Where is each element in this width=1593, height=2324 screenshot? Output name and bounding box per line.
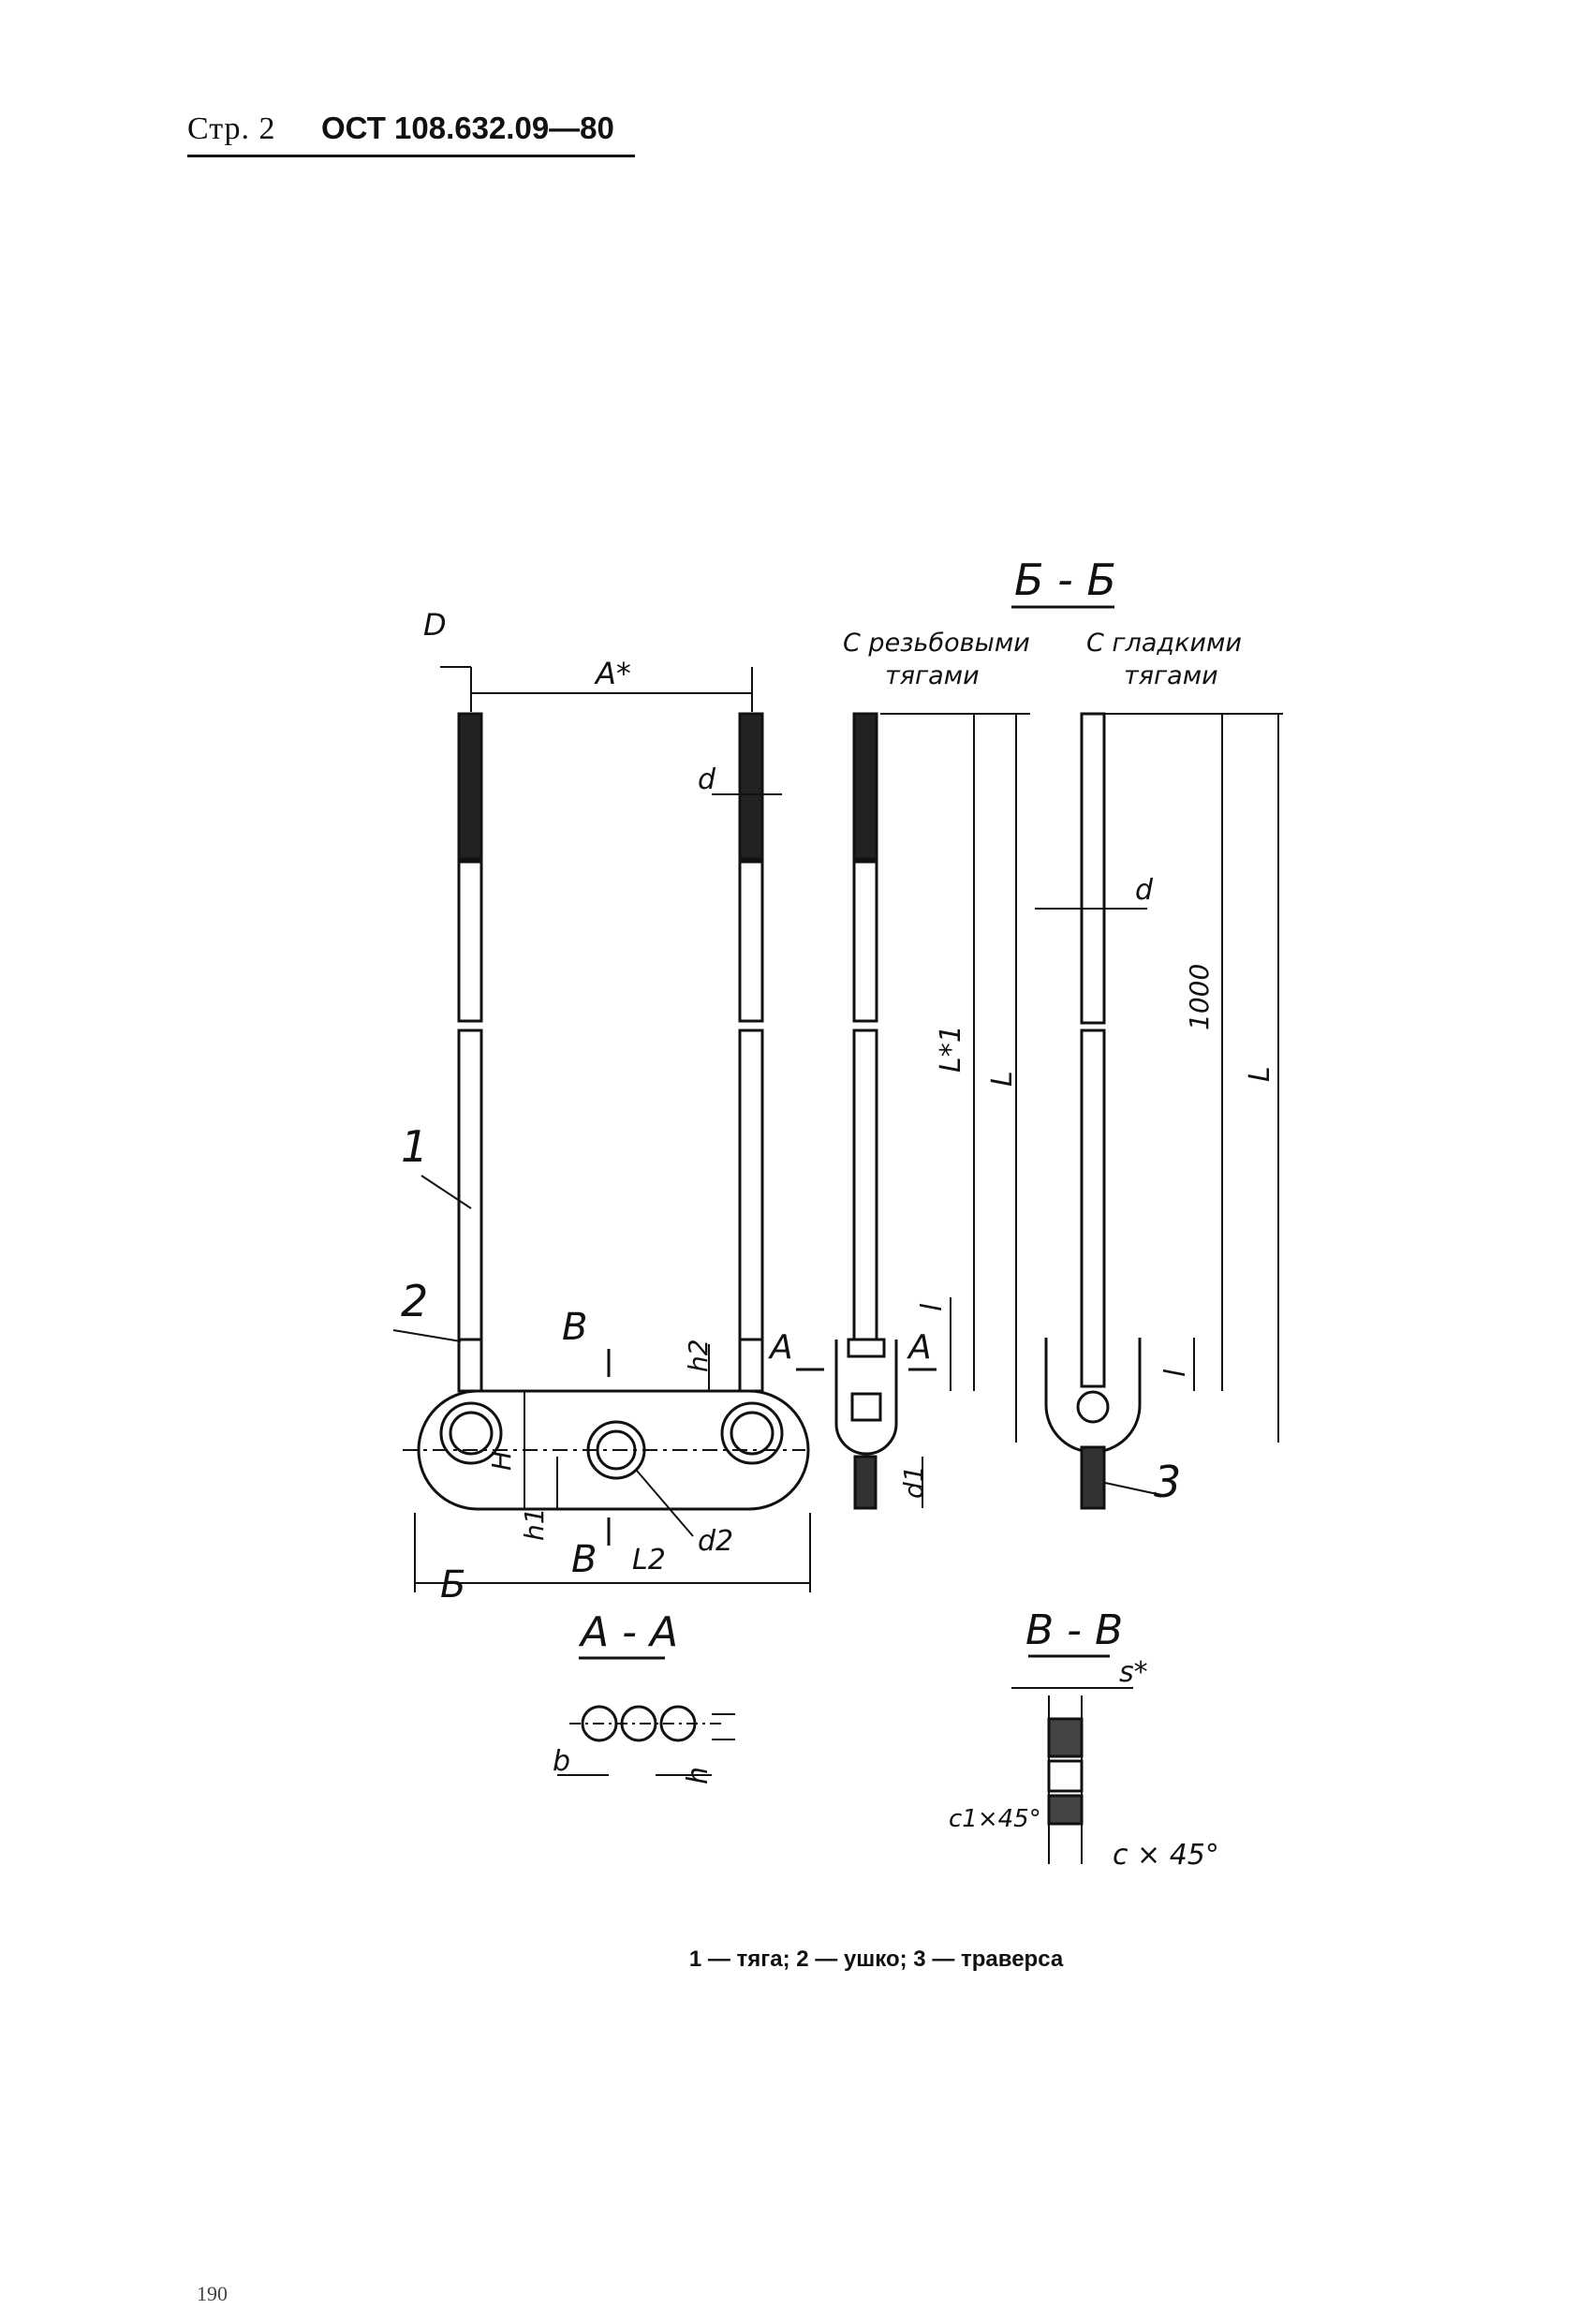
dim-D-label: D [423,607,447,643]
dim-L-smooth-label: L [1244,1066,1276,1082]
smooth-heading-line1: С гладкими [1086,629,1242,658]
figure-caption: 1 — тяга; 2 — ушко; 3 — траверса [688,1947,1064,1972]
dim-d-smooth-label: d [1135,874,1154,907]
threaded-heading-line1: С резьбовыми [843,629,1030,658]
threaded-heading-line2: тягами [885,661,980,690]
position-2-label: 2 [401,1276,428,1326]
section-vv [1011,1654,1133,1864]
section-bb-smooth [1035,712,1283,1510]
dim-l-smooth-label: l [1159,1369,1192,1377]
standard-number: ОСТ 108.632.09—80 [321,111,614,145]
dim-1000-label: 1000 [1184,964,1215,1030]
dim-d-label: d [698,763,716,796]
section-mark-B-bottom: В [571,1538,597,1581]
section-bb-threaded [796,712,1030,1510]
section-aa [557,1656,735,1776]
dim-L-threaded-label: L [986,1071,1019,1087]
section-mark-A-right: А [907,1328,932,1367]
dim-d1-label: d1 [898,1465,929,1499]
dim-b-label: b [553,1745,570,1778]
dim-h1-label: h1 [519,1507,550,1541]
page-number: 190 [197,2282,228,2305]
section-vv-title: В - В [1025,1606,1123,1654]
dim-h-label: h [682,1767,715,1784]
left-rod [457,712,483,1393]
right-rod [738,712,764,1393]
dim-c1-label: c1×45° [949,1805,1041,1833]
page-label: Стр. 2 [187,111,276,146]
dim-s-label: s* [1119,1656,1148,1689]
smooth-heading-line2: тягами [1124,661,1218,690]
section-aa-title: А - А [578,1608,678,1656]
section-mark-B-top: В [562,1306,587,1349]
position-1-label: 1 [401,1121,428,1172]
dim-h2-label: h2 [683,1339,714,1372]
dim-d2-label: d2 [698,1525,733,1558]
section-bb-title: Б - Б [1014,555,1116,605]
traverse-plate [417,1389,810,1511]
header-underline [187,155,635,157]
dim-c-label: c × 45° [1113,1839,1219,1872]
dim-L2-label: L2 [632,1544,666,1576]
dim-l-threaded-label: l [916,1303,949,1311]
dim-H-label: H [486,1451,517,1471]
position-3-label: 3 [1154,1457,1181,1507]
dim-L1-label: L*1 [935,1025,967,1073]
dim-A-label: А* [594,656,631,691]
section-mark-Bcyr: Б [440,1563,465,1606]
section-mark-A-left: А [768,1328,793,1367]
page-header: Стр. 2 ОСТ 108.632.09—80 [187,111,614,147]
